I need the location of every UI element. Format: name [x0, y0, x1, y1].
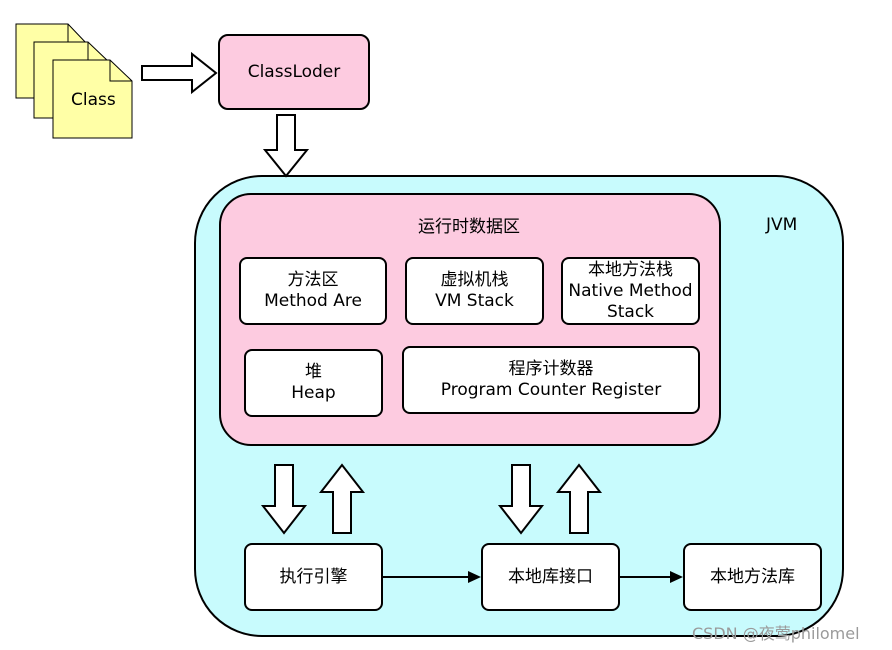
- runtime-data-area-title: 运行时数据区: [418, 217, 520, 237]
- method-area-cn: 方法区: [287, 270, 339, 290]
- pc-register-box: 程序计数器 Program Counter Register: [402, 346, 700, 414]
- method-area-en: Method Are: [264, 291, 362, 311]
- arrow-rtda-to-engine: [260, 464, 308, 535]
- native-library-label: 本地方法库: [710, 566, 795, 587]
- native-method-stack-box: 本地方法栈 Native Method Stack: [561, 257, 700, 325]
- heap-cn: 堆: [305, 362, 322, 382]
- arrow-class-to-classloader: [141, 51, 218, 95]
- arrow-engine-to-rtda: [318, 463, 366, 534]
- native-method-stack-en-2: Stack: [606, 301, 655, 322]
- native-library-box: 本地方法库: [683, 543, 822, 611]
- vm-stack-en: VM Stack: [435, 291, 514, 311]
- class-file-page-front: [52, 59, 133, 139]
- arrow-native-interface-to-library: [620, 571, 683, 583]
- vm-stack-cn: 虚拟机栈: [440, 270, 509, 290]
- arrow-rtda-to-native-interface: [497, 464, 545, 535]
- pc-register-cn: 程序计数器: [508, 359, 594, 379]
- arrow-native-interface-to-rtda: [555, 463, 603, 534]
- class-file-label: Class: [71, 90, 116, 110]
- native-interface-label: 本地库接口: [508, 566, 593, 587]
- execution-engine-label: 执行引擎: [279, 566, 348, 587]
- native-method-stack-en-1: Native Method: [568, 280, 693, 301]
- native-interface-box: 本地库接口: [481, 543, 620, 611]
- classloader-label: ClassLoder: [247, 61, 341, 82]
- heap-box: 堆 Heap: [244, 349, 383, 417]
- class-file-stack: [15, 23, 133, 139]
- heap-en: Heap: [291, 383, 336, 403]
- arrow-engine-to-native-interface: [383, 571, 481, 583]
- classloader-box: ClassLoder: [218, 34, 370, 110]
- native-method-stack-cn: 本地方法栈: [588, 259, 673, 280]
- jvm-label: JVM: [766, 215, 798, 235]
- arrow-classloader-to-jvm: [262, 114, 310, 178]
- pc-register-en: Program Counter Register: [440, 380, 662, 400]
- watermark: CSDN @夜莺philomel: [692, 624, 860, 643]
- method-area-box: 方法区 Method Are: [239, 257, 387, 325]
- vm-stack-box: 虚拟机栈 VM Stack: [405, 257, 544, 325]
- execution-engine-box: 执行引擎: [244, 543, 383, 611]
